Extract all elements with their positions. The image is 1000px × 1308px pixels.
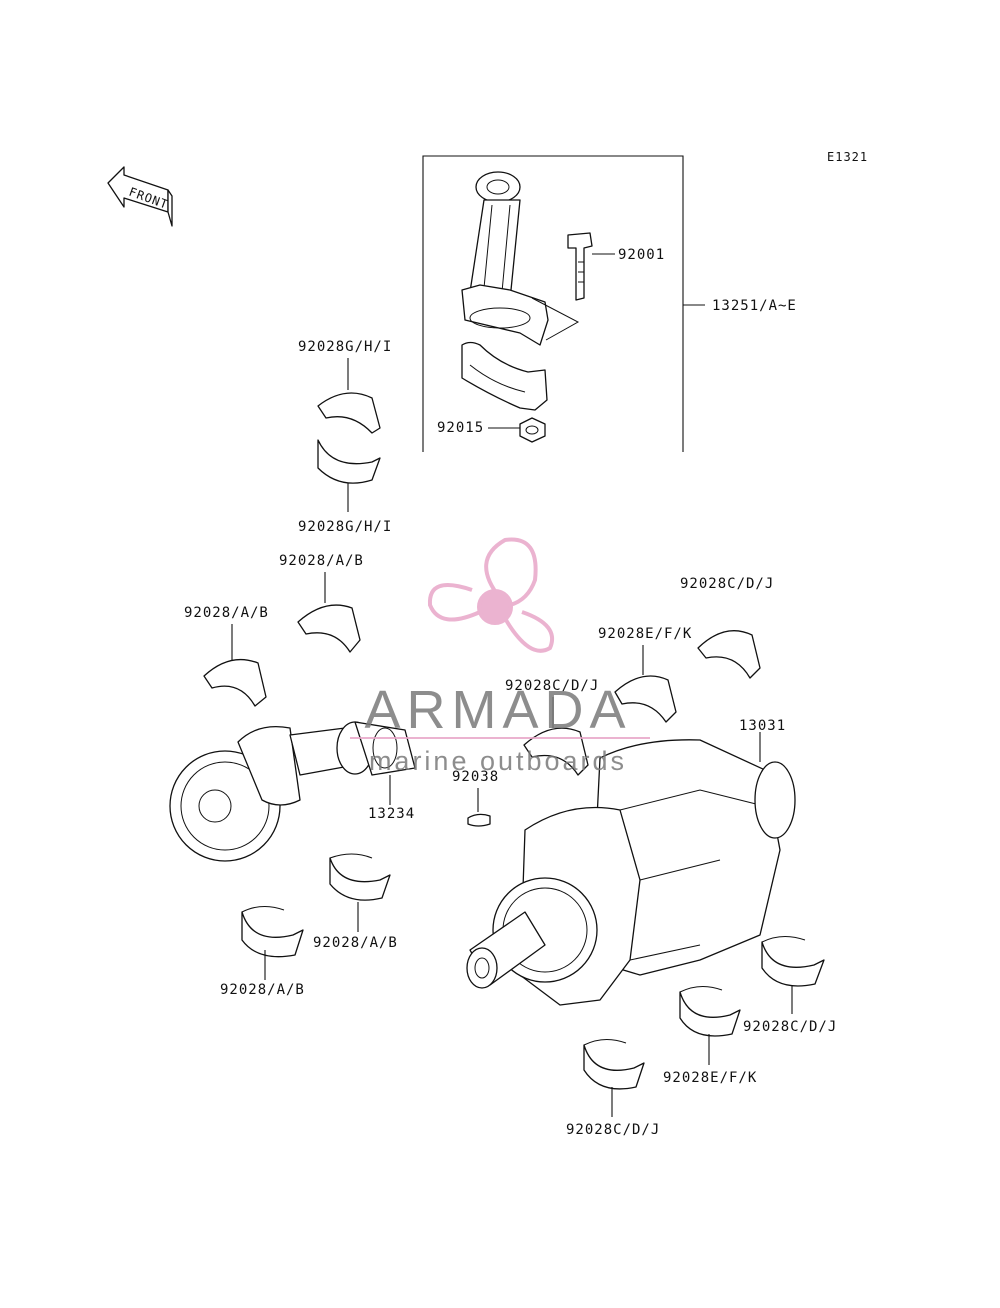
balancer-shaft <box>169 721 416 862</box>
main-bearing-shell-top-right <box>697 630 761 679</box>
crankshaft <box>466 739 796 1006</box>
label-bal-bearing-mid: 92028/A/B <box>313 935 398 951</box>
label-bal-bearing-left: 92028/A/B <box>184 605 269 621</box>
watermark-brand: ARMADA <box>364 680 631 740</box>
diagram-code: E1321 <box>827 150 868 164</box>
bal-bearing-shell-left <box>203 659 267 707</box>
label-crankshaft: 13031 <box>739 718 786 734</box>
label-rod-bearing-upper: 92028G/H/I <box>298 339 392 355</box>
main-bearing-shell-efk-top <box>614 675 677 723</box>
watermark-logo: ARMADA marine outboards <box>350 537 650 776</box>
label-con-rod-assy: 13251/A~E <box>712 298 797 314</box>
label-main-bearing-cdj-mid: 92028C/D/J <box>505 678 599 694</box>
rod-cap <box>461 341 548 411</box>
main-bearing-shell-cdj-right <box>761 936 825 987</box>
key-part <box>467 813 491 827</box>
bal-bearing-shell-mid <box>329 853 391 901</box>
front-arrow-icon: FRONT <box>107 166 173 227</box>
label-key: 92038 <box>452 769 499 785</box>
bal-bearing-shell-bottom <box>241 906 304 958</box>
main-bearing-shell-cdj-bottom <box>583 1039 645 1090</box>
label-main-bearing-top-right: 92028C/D/J <box>680 576 774 592</box>
propeller-icon <box>427 537 554 653</box>
rod-nut <box>519 417 546 443</box>
label-rod-bearing-lower: 92028G/H/I <box>298 519 392 535</box>
bal-bearing-shell-top <box>297 604 361 653</box>
label-rod-bolt: 92001 <box>618 247 665 263</box>
con-rod-box <box>422 155 705 452</box>
label-main-bearing-cdj-right: 92028C/D/J <box>743 1019 837 1035</box>
rod-bearing-shell-lower <box>317 439 381 484</box>
label-main-bearing-cdj-bottom: 92028C/D/J <box>566 1122 660 1138</box>
label-rod-nut: 92015 <box>437 420 484 436</box>
main-bearing-shell-efk-bottom <box>679 986 741 1037</box>
watermark-tagline: marine outboards <box>369 746 627 776</box>
connecting-rod <box>461 171 549 346</box>
main-bearing-shell-cdj-mid <box>523 727 589 776</box>
label-main-bearing-efk-bottom: 92028E/F/K <box>663 1070 757 1086</box>
rod-bolt <box>567 232 593 301</box>
label-balancer-shaft: 13234 <box>368 806 415 822</box>
label-bal-bearing-top: 92028/A/B <box>279 553 364 569</box>
rod-bearing-shell-upper <box>317 392 381 434</box>
label-bal-bearing-bottom: 92028/A/B <box>220 982 305 998</box>
label-main-bearing-efk-top: 92028E/F/K <box>598 626 692 642</box>
